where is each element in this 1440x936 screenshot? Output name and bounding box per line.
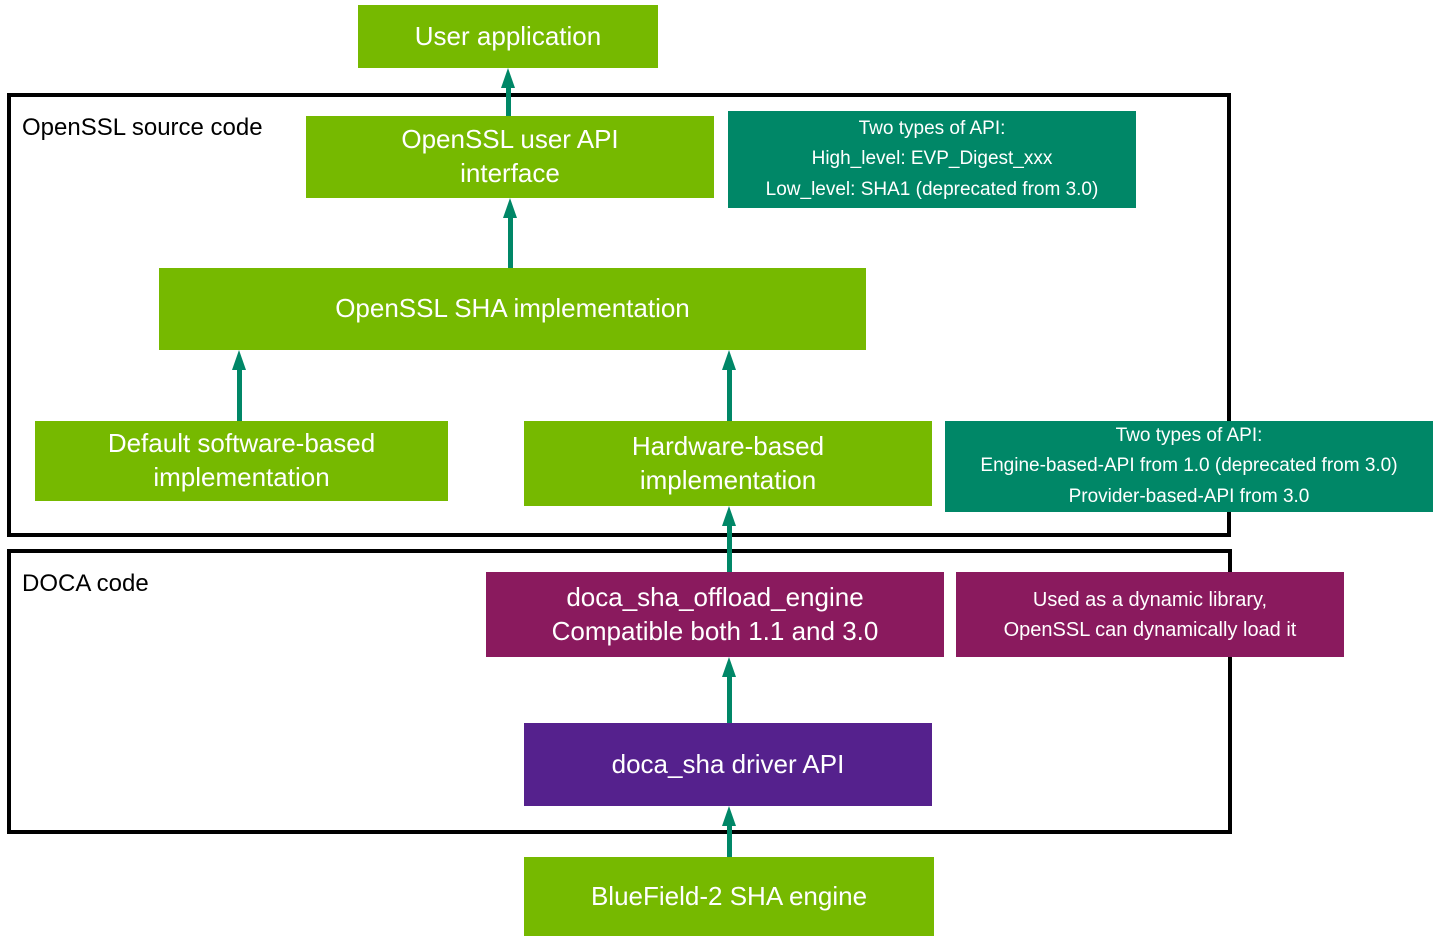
- dynamic-library-note: Used as a dynamic library, OpenSSL can d…: [956, 572, 1344, 657]
- arrow-hardware-to-shaimpl: [722, 350, 736, 421]
- arrow-offload-to-hardware: [722, 506, 736, 572]
- arrow-up-icon: [722, 806, 736, 826]
- arrow-up-icon: [722, 657, 736, 677]
- arrow-driver-to-offload: [722, 657, 736, 723]
- openssl-container-label: OpenSSL source code: [22, 114, 263, 141]
- openssl-source-code-container: [7, 93, 1231, 537]
- arrow-shaimpl-to-userapi: [503, 198, 517, 268]
- arrow-up-icon: [722, 506, 736, 526]
- doca-sha-offload-engine-box: doca_sha_offload_engine Compatible both …: [486, 572, 944, 657]
- arrow-bluefield-to-driver: [722, 806, 736, 857]
- doca-code-container: [7, 549, 1232, 834]
- arrow-up-icon: [722, 350, 736, 370]
- arrow-up-icon: [503, 198, 517, 218]
- api-types-note-top: Two types of API: High_level: EVP_Digest…: [728, 111, 1136, 208]
- default-software-implementation-box: Default software-based implementation: [35, 421, 448, 501]
- api-types-note-bottom: Two types of API: Engine-based-API from …: [945, 421, 1433, 512]
- openssl-sha-implementation-box: OpenSSL SHA implementation: [159, 268, 866, 350]
- openssl-user-api-box: OpenSSL user API interface: [306, 116, 714, 198]
- bluefield-sha-engine-box: BlueField-2 SHA engine: [524, 857, 934, 936]
- user-application-box: User application: [358, 5, 658, 68]
- doca-container-label: DOCA code: [22, 570, 149, 597]
- arrow-up-icon: [232, 350, 246, 370]
- hardware-implementation-box: Hardware-based implementation: [524, 421, 932, 506]
- arrow-default-to-shaimpl: [232, 350, 246, 421]
- arrow-up-icon: [501, 68, 515, 88]
- arrow-userapi-to-userapp: [501, 68, 515, 116]
- doca-sha-driver-api-box: doca_sha driver API: [524, 723, 932, 806]
